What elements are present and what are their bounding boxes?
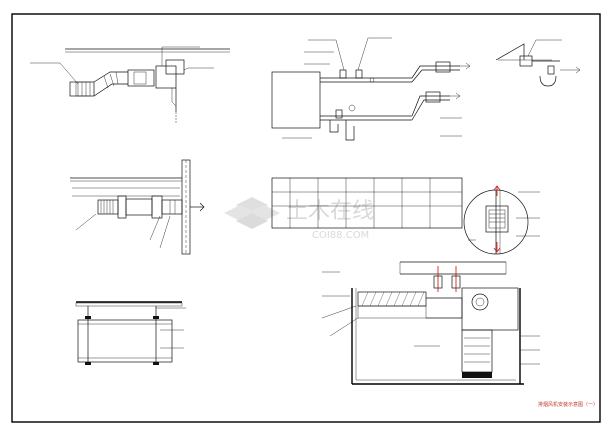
detail-bottom-left-hangers xyxy=(75,301,186,365)
sheet-border xyxy=(11,13,601,423)
drawing-title: 排烟风机安装示意图（一） xyxy=(538,401,598,408)
detail-top-left-duct xyxy=(30,46,230,124)
detail-top-centre-piping xyxy=(271,37,471,141)
detail-bottom-right-section xyxy=(321,261,540,385)
detail-top-right-fitting xyxy=(495,39,581,87)
detail-circle-enlarged xyxy=(463,185,540,255)
equipment-schedule-table xyxy=(271,177,463,229)
watermark-brand-en: COI88.COM xyxy=(312,230,369,241)
detail-mid-left-duct xyxy=(70,159,205,255)
watermark-brand-cn: 土木在线 xyxy=(286,199,374,224)
watermark-logo-icon xyxy=(224,197,280,229)
watermark: 土木在线 COI88.COM xyxy=(224,197,374,241)
